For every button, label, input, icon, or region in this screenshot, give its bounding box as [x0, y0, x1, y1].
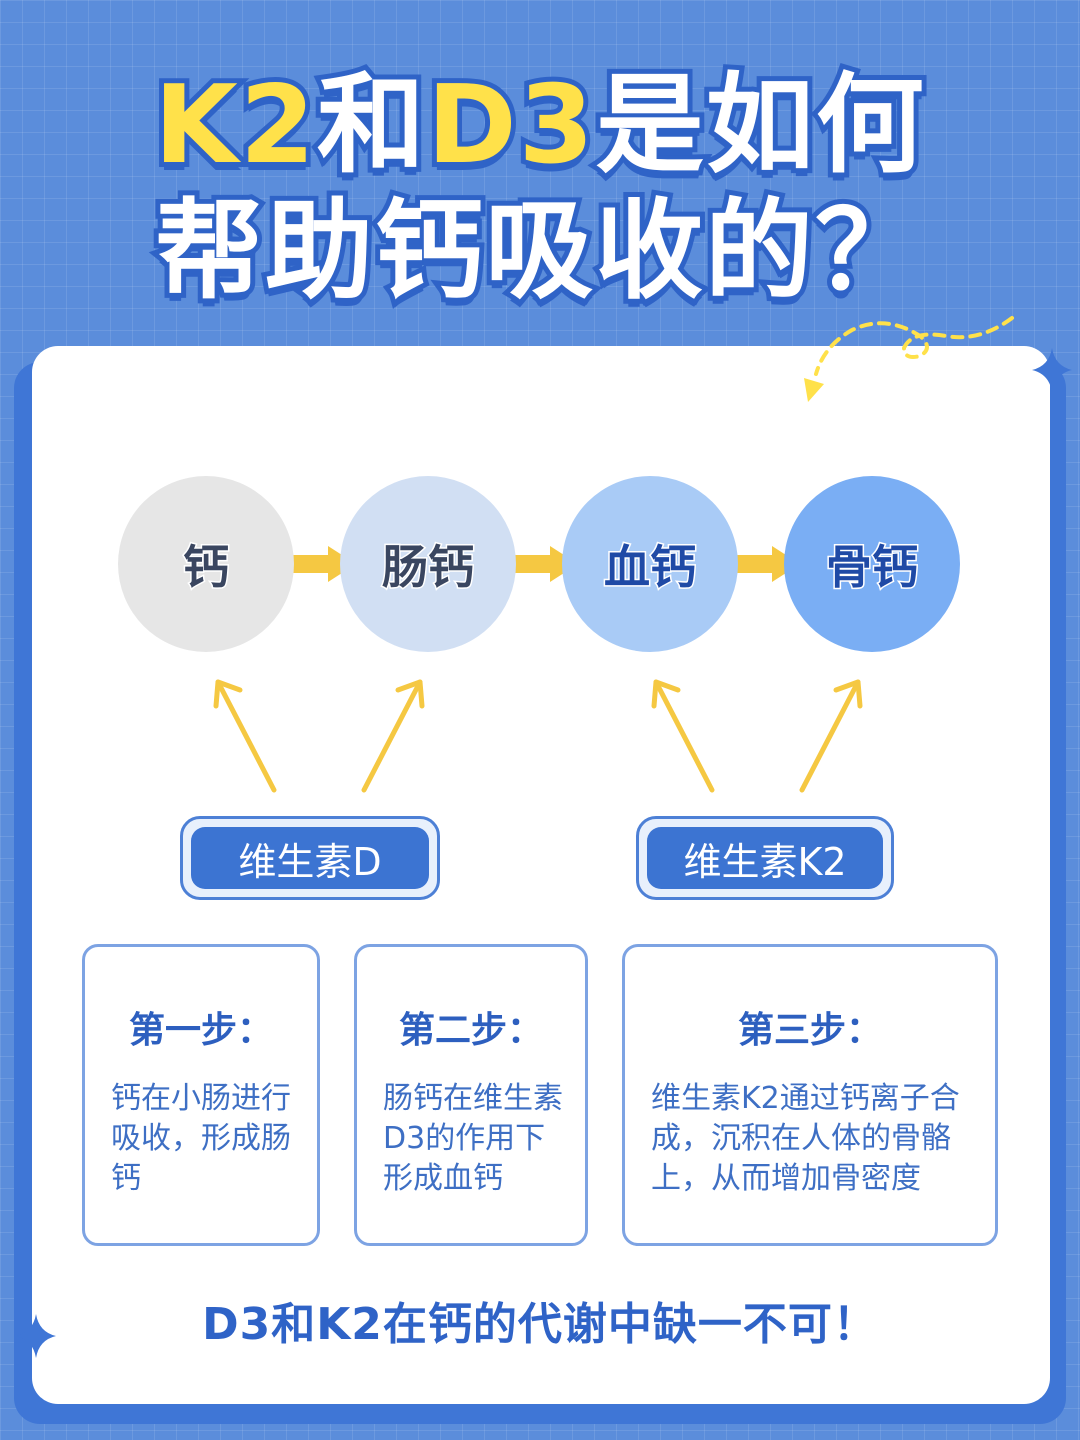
- step-body: 肠钙在维生素D3的作用下形成血钙: [383, 1081, 563, 1196]
- vitamin-d-label: 维生素D: [180, 816, 440, 900]
- arrow-right-icon: [276, 546, 356, 582]
- arrow-up-right-icon: [799, 679, 863, 793]
- step-title: 第一步：: [128, 1010, 273, 1051]
- title-k2: K2: [149, 63, 320, 188]
- step-3-card: 第三步： 维生素K2通过钙离子合成，沉积在人体的骨骼上，从而增加骨密度: [622, 944, 998, 1246]
- conclusion-text: D3和K2在钙的代谢中缺一不可！: [202, 1299, 878, 1350]
- title-and: 和: [312, 63, 430, 188]
- arrow-right-icon: [720, 546, 800, 582]
- doodle-arrowhead-icon: [804, 378, 824, 402]
- vitamin-k2-label: 维生素K2: [636, 816, 894, 900]
- node-bone-calcium: 骨钙: [784, 476, 960, 652]
- arrow-up-left-icon: [213, 679, 277, 793]
- step-2-card: 第二步： 肠钙在维生素D3的作用下形成血钙: [354, 944, 588, 1246]
- sparkle-icon: [1032, 348, 1072, 392]
- arrow-right-icon: [498, 546, 578, 582]
- step-body: 维生素K2通过钙离子合成，沉积在人体的骨骼上，从而增加骨密度: [651, 1081, 960, 1196]
- title-d3: D3: [422, 63, 599, 188]
- arrow-up-right-icon: [361, 679, 425, 793]
- step-body: 钙在小肠进行吸收，形成肠钙: [111, 1081, 291, 1196]
- step-title: 第三步：: [737, 1010, 882, 1051]
- sparkle-icon: [16, 1314, 56, 1358]
- step-title: 第二步：: [398, 1010, 543, 1051]
- page-title-line1: K2和D3是如何: [0, 67, 1080, 185]
- node-intestinal-calcium: 肠钙: [340, 476, 516, 652]
- title-how: 是如何: [591, 63, 929, 188]
- node-blood-calcium: 血钙: [562, 476, 738, 652]
- arrow-up-left-icon: [651, 679, 715, 793]
- node-calcium: 钙: [118, 476, 294, 652]
- step-1-card: 第一步： 钙在小肠进行吸收，形成肠钙: [82, 944, 320, 1246]
- dashed-doodle-arrow-icon: [814, 316, 1014, 376]
- page-title-line2: 帮助钙吸收的？: [150, 189, 928, 314]
